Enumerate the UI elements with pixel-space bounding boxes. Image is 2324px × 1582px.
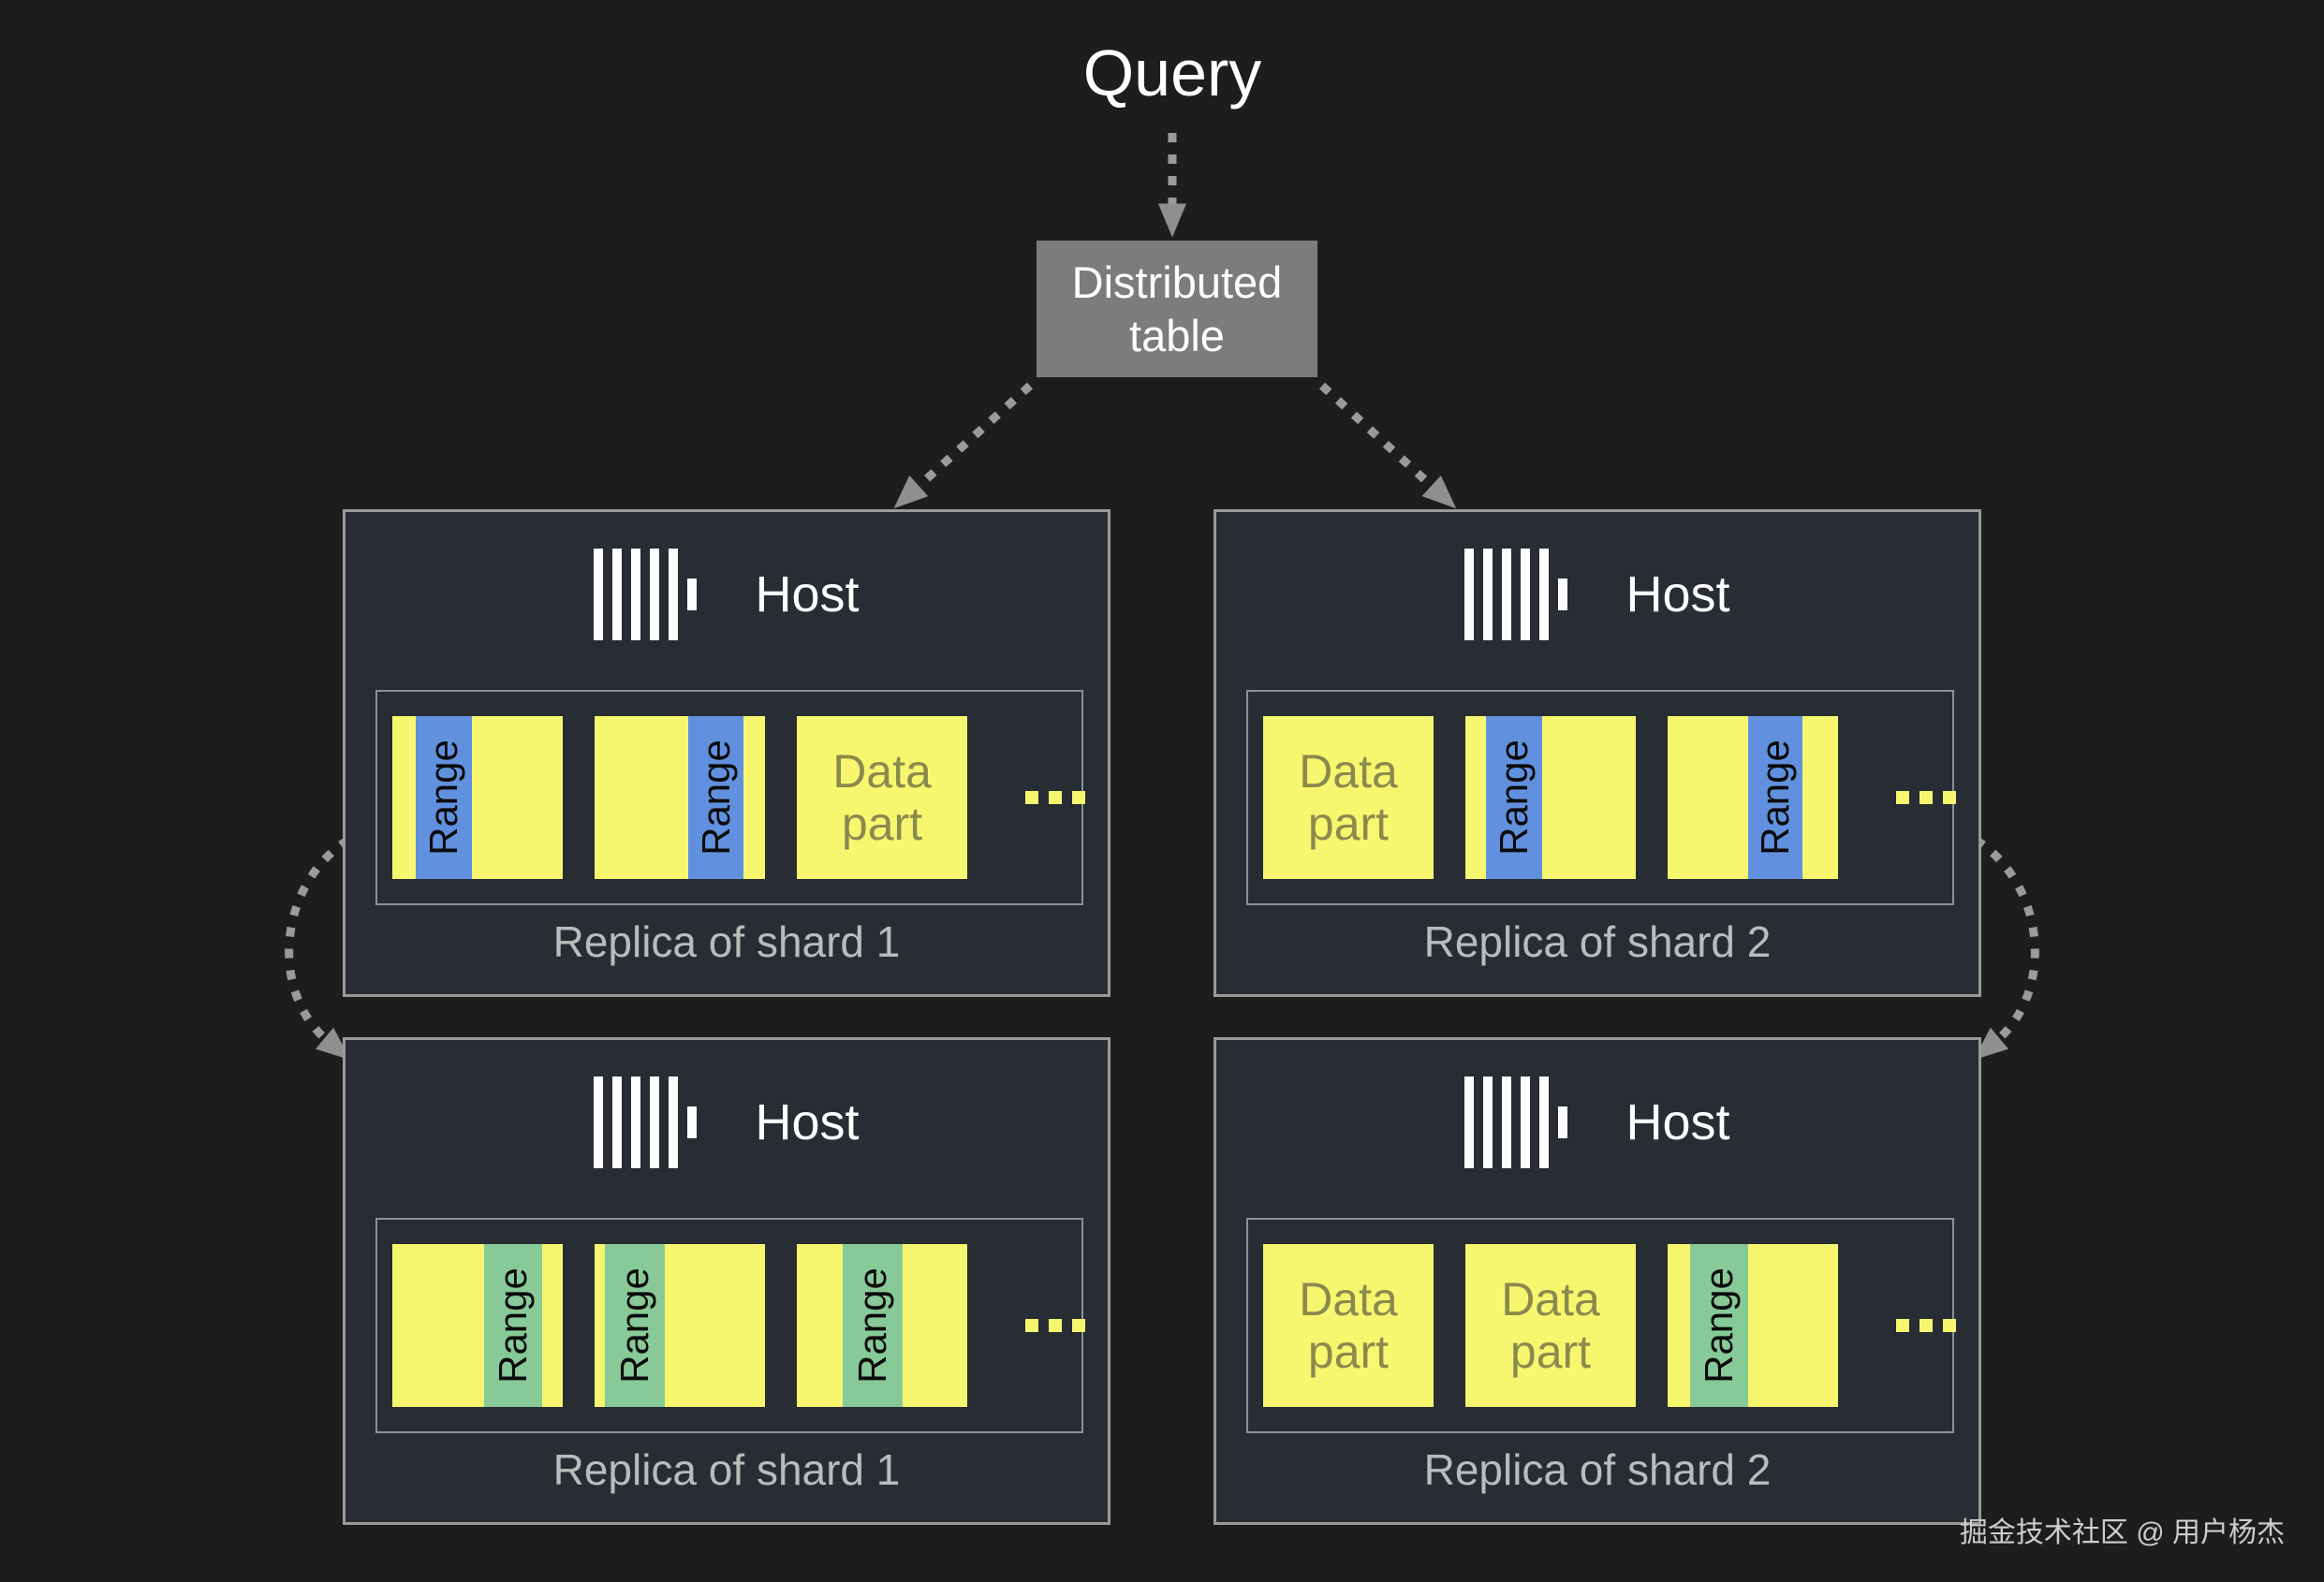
range-stripe: Range — [1747, 716, 1802, 879]
range-label: Range — [849, 1267, 894, 1384]
data-part-label-line2: part — [841, 798, 923, 850]
ellipsis-dot — [1025, 791, 1038, 804]
distributed-table-label-line1: Distributed — [1071, 256, 1283, 307]
range-stripe: Range — [1485, 716, 1542, 879]
data-part-label-line1: Data — [1299, 1273, 1398, 1326]
range-part-block: Range — [392, 716, 563, 879]
range-part-block: Range — [797, 1244, 967, 1407]
more-parts-ellipsis — [1896, 1319, 1956, 1332]
data-part-label-line2: part — [1307, 1326, 1390, 1378]
ellipsis-dot — [1920, 1319, 1933, 1332]
clickhouse-logo-icon — [1464, 549, 1568, 640]
watermark-text: 掘金技术社区 @ 用户杨杰 — [1959, 1517, 2285, 1548]
host-row: Host — [1216, 546, 1978, 643]
host-label: Host — [755, 1094, 860, 1150]
range-label: Range — [693, 740, 738, 856]
ellipsis-dot — [1049, 1319, 1062, 1332]
shard-caption: Replica of shard 2 — [1423, 1445, 1772, 1494]
query-label: Query — [1082, 37, 1262, 110]
shard-caption: Replica of shard 1 — [552, 1445, 901, 1494]
ellipsis-dot — [1072, 791, 1085, 804]
host-label: Host — [755, 566, 860, 623]
range-stripe: Range — [484, 1244, 543, 1407]
arrow-distributed-to-shard2 — [1318, 382, 1457, 509]
shard-box-replica-1-bottom: Host Range Range Range Replica of shard 1 — [343, 1037, 1111, 1525]
distributed-table-node: Distributed table — [1037, 241, 1317, 377]
ellipsis-dot — [1025, 1319, 1038, 1332]
host-row: Host — [346, 546, 1108, 643]
ellipsis-dot — [1896, 1319, 1909, 1332]
ellipsis-dot — [1896, 791, 1909, 804]
data-parts-panel: Range Range Range — [375, 1218, 1085, 1433]
range-label: Range — [1752, 740, 1797, 856]
range-label: Range — [1491, 740, 1536, 856]
range-part-block: Range — [595, 1244, 765, 1407]
range-part-block: Range — [1668, 1244, 1838, 1407]
clickhouse-logo-icon — [594, 549, 698, 640]
ellipsis-dot — [1072, 1319, 1085, 1332]
more-parts-ellipsis — [1025, 791, 1085, 804]
range-part-block: Range — [392, 1244, 563, 1407]
data-part-label-line1: Data — [1299, 745, 1398, 798]
range-label: Range — [611, 1267, 656, 1384]
range-part-block: Range — [1465, 716, 1636, 879]
ellipsis-dot — [1943, 791, 1956, 804]
range-stripe: Range — [843, 1244, 903, 1407]
distributed-table-label-line2: table — [1129, 311, 1225, 360]
data-part-label-line2: part — [1509, 1326, 1592, 1378]
shard-caption: Replica of shard 2 — [1423, 917, 1772, 966]
range-stripe: Range — [415, 716, 472, 879]
replication-arrow-shard1 — [285, 836, 351, 1061]
range-stripe: Range — [1689, 1244, 1748, 1407]
host-label: Host — [1625, 1094, 1730, 1150]
host-label: Host — [1625, 566, 1730, 623]
more-parts-ellipsis — [1896, 791, 1956, 804]
ellipsis-dot — [1943, 1319, 1956, 1332]
ellipsis-dot — [1049, 791, 1062, 804]
range-label: Range — [491, 1267, 536, 1384]
data-part-label-line1: Data — [832, 745, 932, 798]
range-label: Range — [1696, 1267, 1741, 1384]
host-row: Host — [1216, 1074, 1978, 1171]
range-stripe: Range — [604, 1244, 665, 1407]
clickhouse-logo-icon — [594, 1077, 698, 1168]
data-part-label-line1: Data — [1501, 1273, 1600, 1326]
shard-caption: Replica of shard 1 — [552, 917, 901, 966]
replication-arrow-shard2 — [1973, 836, 2039, 1061]
clickhouse-logo-icon — [1464, 1077, 1568, 1168]
ellipsis-dot — [1920, 791, 1933, 804]
range-part-block: Range — [595, 716, 765, 879]
range-stripe: Range — [688, 716, 744, 879]
data-part-label-line2: part — [1307, 798, 1390, 850]
arrow-distributed-to-shard1 — [893, 382, 1034, 509]
range-label: Range — [420, 740, 465, 856]
range-part-block: Range — [1668, 716, 1838, 879]
host-row: Host — [346, 1074, 1108, 1171]
more-parts-ellipsis — [1025, 1319, 1085, 1332]
